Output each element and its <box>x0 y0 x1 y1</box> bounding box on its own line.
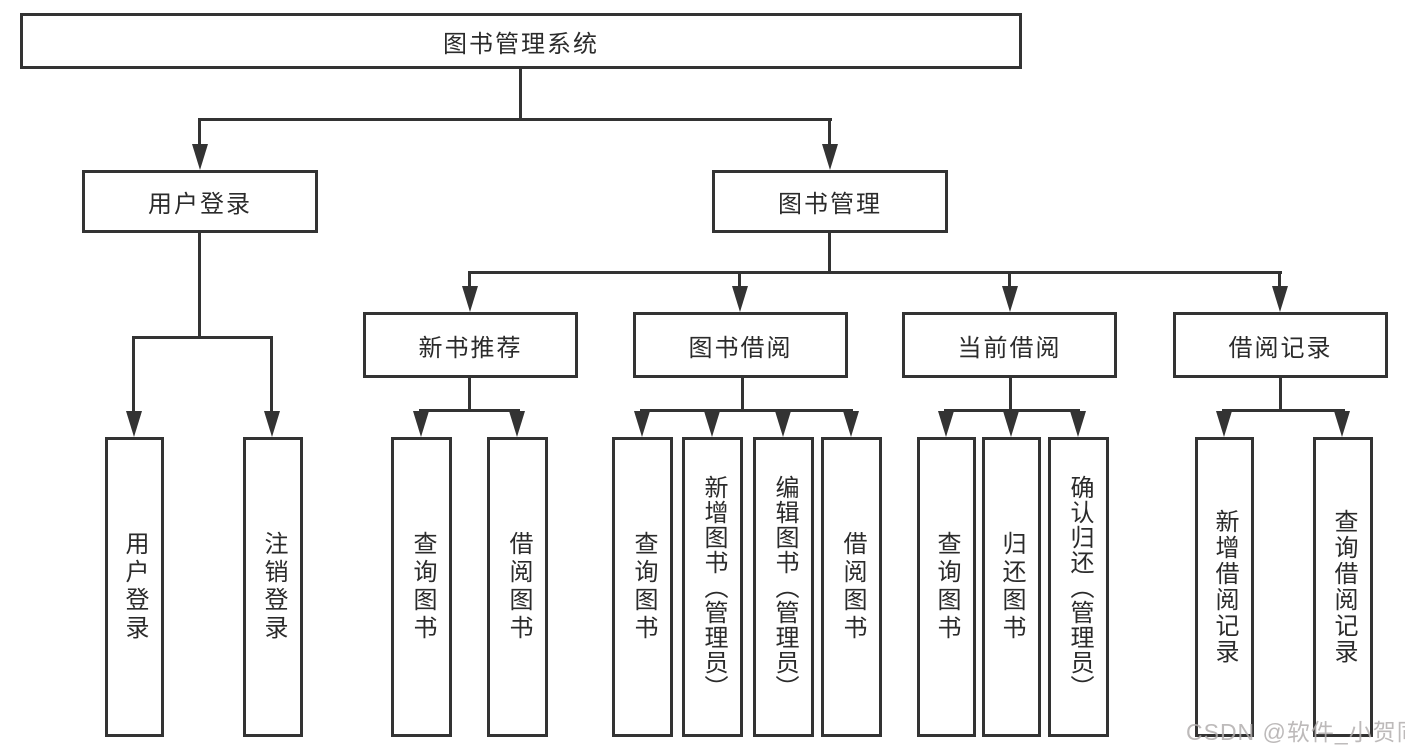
arrowhead-user-login <box>192 144 208 170</box>
arrowhead-leaf-logout <box>264 411 280 437</box>
node-user-login-label: 用户登录 <box>148 191 252 218</box>
connector-stem-book-borrow <box>738 271 741 291</box>
leaf-confirm-return: 确认归还（管理员） <box>1048 437 1109 737</box>
leaf-return-books: 归还图书 <box>982 437 1041 737</box>
leaf-borrow-books-1: 借阅图书 <box>487 437 548 737</box>
node-user-login: 用户登录 <box>82 170 318 233</box>
leaf-query-books-2: 查询图书 <box>612 437 673 737</box>
connector-stem-book-mgmt <box>828 118 831 150</box>
arrowhead-query-books-1 <box>413 411 429 437</box>
connector-current-borrow-branch <box>944 409 1080 412</box>
leaf-logout: 注销登录 <box>243 437 303 737</box>
connector-borrow-records-branch <box>1222 409 1345 412</box>
arrowhead-add-books <box>704 411 720 437</box>
connector-user-login-branch <box>132 336 273 339</box>
node-book-borrow: 图书借阅 <box>633 312 848 378</box>
arrowhead-book-mgmt <box>822 144 838 170</box>
arrowhead-edit-books <box>775 411 791 437</box>
node-new-books-label: 新书推荐 <box>418 334 523 362</box>
leaf-query-books-1: 查询图书 <box>391 437 452 737</box>
connector-stem-leaf-user-login <box>132 336 135 414</box>
node-book-mgmt-label: 图书管理 <box>778 191 882 218</box>
connector-new-books-branch <box>419 409 520 412</box>
arrowhead-leaf-user-login <box>126 411 142 437</box>
connector-borrow-records-trunk <box>1279 378 1282 412</box>
connector-new-books-trunk <box>468 378 471 412</box>
leaf-add-books: 新增图书（管理员） <box>682 437 743 737</box>
node-root-label: 图书管理系统 <box>443 30 599 58</box>
node-root: 图书管理系统 <box>20 13 1022 69</box>
arrowhead-add-record <box>1216 411 1232 437</box>
connector-stem-leaf-logout <box>270 336 273 414</box>
leaf-edit-books: 编辑图书（管理员） <box>753 437 814 737</box>
leaf-user-login: 用户登录 <box>105 437 164 737</box>
arrowhead-borrow-books-1 <box>509 411 525 437</box>
connector-root-branch <box>198 118 832 121</box>
arrowhead-confirm-return <box>1070 411 1086 437</box>
node-current-borrow-label: 当前借阅 <box>957 334 1062 362</box>
connector-root-trunk <box>519 68 522 118</box>
connector-book-borrow-branch <box>640 409 853 412</box>
leaf-add-record: 新增借阅记录 <box>1195 437 1254 737</box>
arrowhead-borrow-records <box>1272 286 1288 312</box>
arrowhead-query-books-3 <box>938 411 954 437</box>
arrowhead-return-books <box>1003 411 1019 437</box>
arrowhead-current-borrow <box>1002 286 1018 312</box>
arrowhead-new-books <box>462 286 478 312</box>
connector-user-login-trunk <box>198 232 201 336</box>
arrowhead-query-record <box>1334 411 1350 437</box>
node-book-mgmt: 图书管理 <box>712 170 948 233</box>
leaf-query-record: 查询借阅记录 <box>1313 437 1373 737</box>
connector-stem-borrow-records <box>1278 271 1281 291</box>
connector-book-mgmt-branch <box>468 271 1282 274</box>
node-book-borrow-label: 图书借阅 <box>688 334 793 362</box>
arrowhead-borrow-books-2 <box>843 411 859 437</box>
connector-stem-current-borrow <box>1008 271 1011 291</box>
node-current-borrow: 当前借阅 <box>902 312 1117 378</box>
leaf-query-books-3: 查询图书 <box>917 437 976 737</box>
node-borrow-records-label: 借阅记录 <box>1228 334 1333 362</box>
node-borrow-records: 借阅记录 <box>1173 312 1388 378</box>
csdn-watermark: CSDN @软件_小贺同学 <box>1186 719 1405 745</box>
connector-stem-new-books <box>468 271 471 291</box>
connector-current-borrow-trunk <box>1009 378 1012 412</box>
leaf-borrow-books-2: 借阅图书 <box>821 437 882 737</box>
node-new-books: 新书推荐 <box>363 312 578 378</box>
arrowhead-query-books-2 <box>634 411 650 437</box>
connector-stem-user-login <box>198 118 201 150</box>
connector-book-borrow-trunk <box>741 378 744 412</box>
connector-book-mgmt-trunk <box>828 232 831 274</box>
arrowhead-book-borrow <box>732 286 748 312</box>
